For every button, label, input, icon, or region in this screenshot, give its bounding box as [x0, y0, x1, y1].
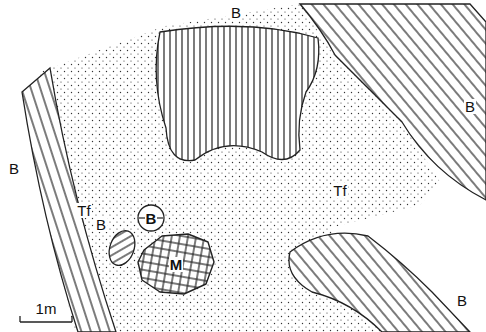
basalt-block	[300, 4, 486, 200]
megablock: M	[136, 232, 216, 296]
rock-label: M	[169, 257, 184, 272]
rock-label: B	[230, 5, 242, 20]
scale-bar	[20, 316, 72, 322]
basalt-clast	[105, 227, 140, 269]
basalt-block	[156, 26, 319, 160]
basalt-clast: B	[137, 204, 165, 232]
rock-label: B	[145, 211, 158, 226]
rock-label: B	[456, 293, 468, 308]
unit-label: Tf	[76, 203, 91, 218]
scale-label: 1m	[35, 301, 58, 316]
basalt-block	[22, 68, 116, 332]
rock-label: B	[95, 217, 107, 232]
basalt-block	[289, 233, 470, 332]
rock-label: B	[464, 99, 476, 114]
unit-label: Tf	[332, 183, 347, 198]
rock-label: B	[8, 161, 20, 176]
